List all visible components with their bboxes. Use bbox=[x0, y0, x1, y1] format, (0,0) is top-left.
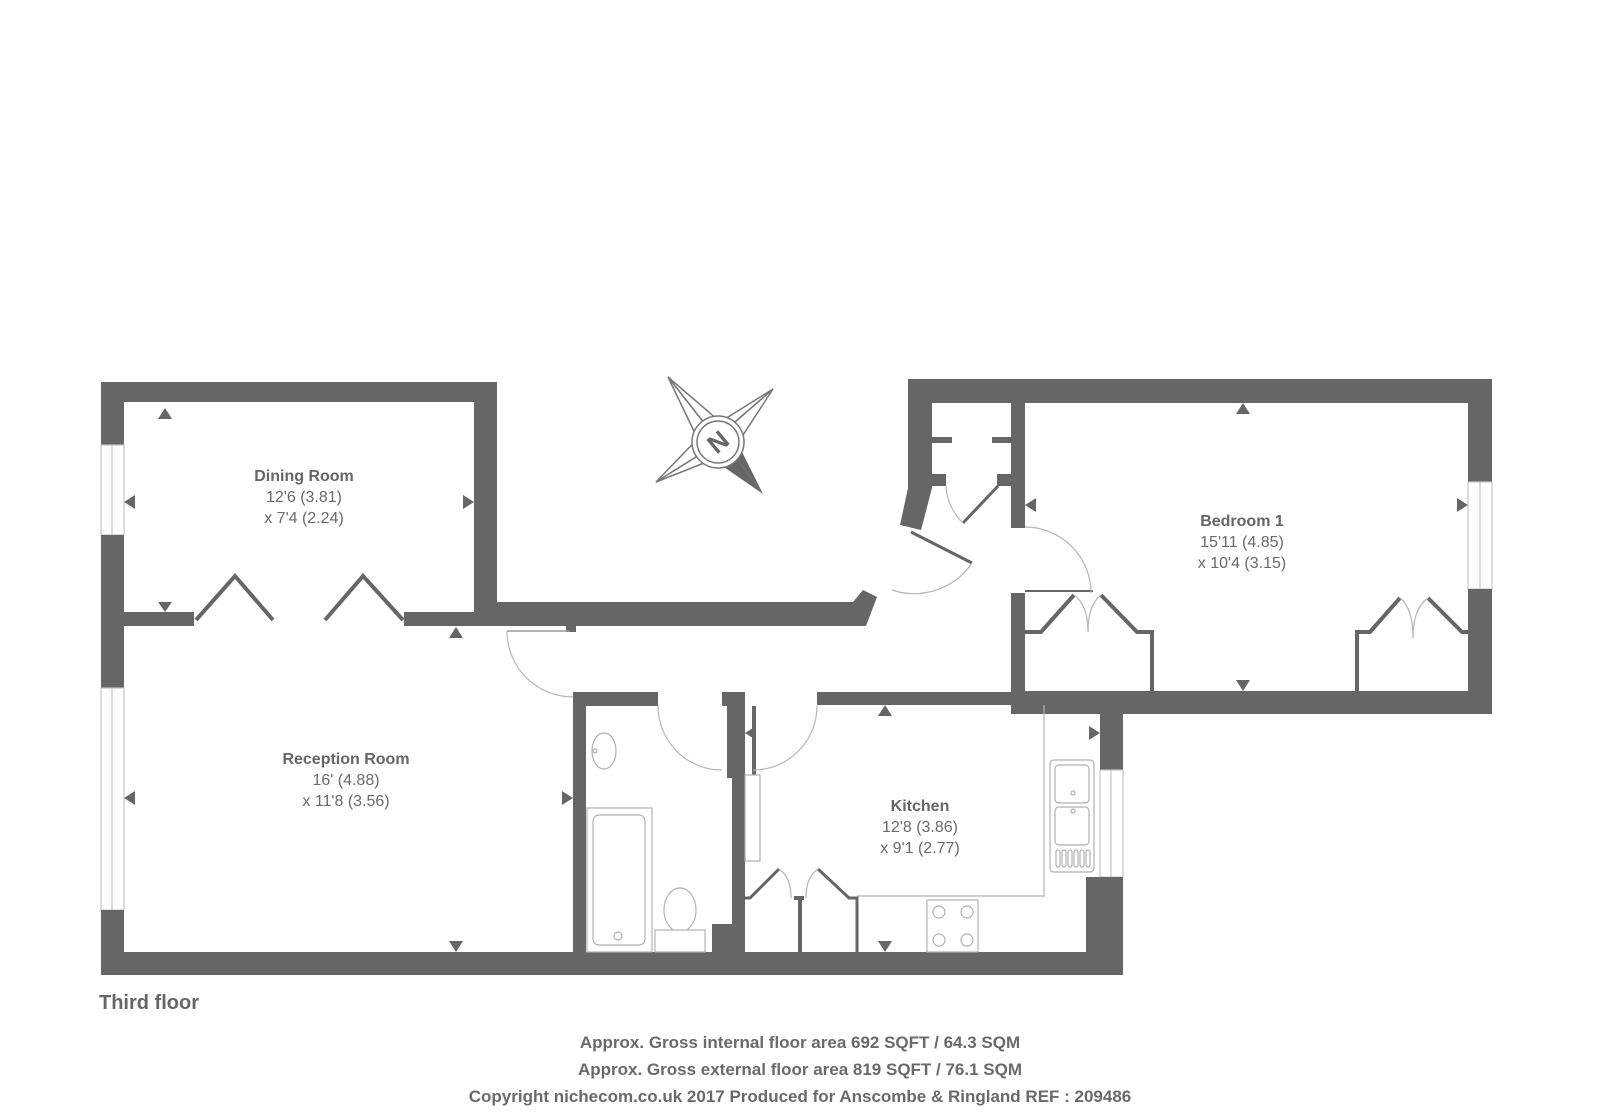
external-area-text: Approx. Gross external floor area 819 SQ… bbox=[577, 1060, 1023, 1079]
measurement-arrows bbox=[124, 403, 1468, 952]
room-dimension: x 9'1 (2.77) bbox=[880, 840, 960, 857]
copyright-text: Copyright nichecom.co.uk 2017 Produced f… bbox=[468, 1087, 1132, 1106]
bathroom bbox=[573, 692, 745, 954]
room-dimension: x 10'4 (3.15) bbox=[1197, 555, 1287, 572]
room-dimension: 12'8 (3.86) bbox=[881, 819, 958, 836]
corridor-walls bbox=[497, 590, 877, 698]
room-label-kitchen: Kitchen 12'8 (3.86) x 9'1 (2.77) bbox=[880, 796, 960, 859]
room-name: Reception Room bbox=[282, 751, 410, 768]
room-dimension: x 11'8 (3.56) bbox=[302, 793, 390, 810]
dining-room-walls bbox=[100, 382, 497, 688]
room-dimension: 16' (4.88) bbox=[312, 772, 380, 789]
floor-label: Third floor bbox=[99, 992, 199, 1014]
reception-room-walls bbox=[100, 687, 1123, 975]
room-dimension: 12'6 (3.81) bbox=[265, 489, 342, 506]
room-dimension: 15'11 (4.85) bbox=[1200, 534, 1284, 551]
room-name: Dining Room bbox=[254, 468, 354, 485]
room-label-reception: Reception Room 16' (4.88) x 11'8 (3.56) bbox=[282, 749, 409, 812]
bifold-doors bbox=[194, 572, 405, 622]
internal-area-text: Approx. Gross internal floor area 692 SQ… bbox=[579, 1033, 1021, 1052]
bedroom-walls bbox=[1011, 379, 1493, 714]
kitchen bbox=[744, 692, 1124, 975]
room-label-bedroom-1: Bedroom 1 15'11 (4.85) x 10'4 (3.15) bbox=[1198, 511, 1286, 574]
compass-rose-icon: N bbox=[655, 376, 774, 494]
room-label-dining: Dining Room 12'6 (3.81) x 7'4 (2.24) bbox=[254, 466, 354, 529]
room-dimension: x 7'4 (2.24) bbox=[264, 510, 344, 527]
room-name: Kitchen bbox=[890, 798, 950, 815]
room-name: Bedroom 1 bbox=[1200, 513, 1284, 530]
entrance-cupboard bbox=[891, 379, 1492, 595]
